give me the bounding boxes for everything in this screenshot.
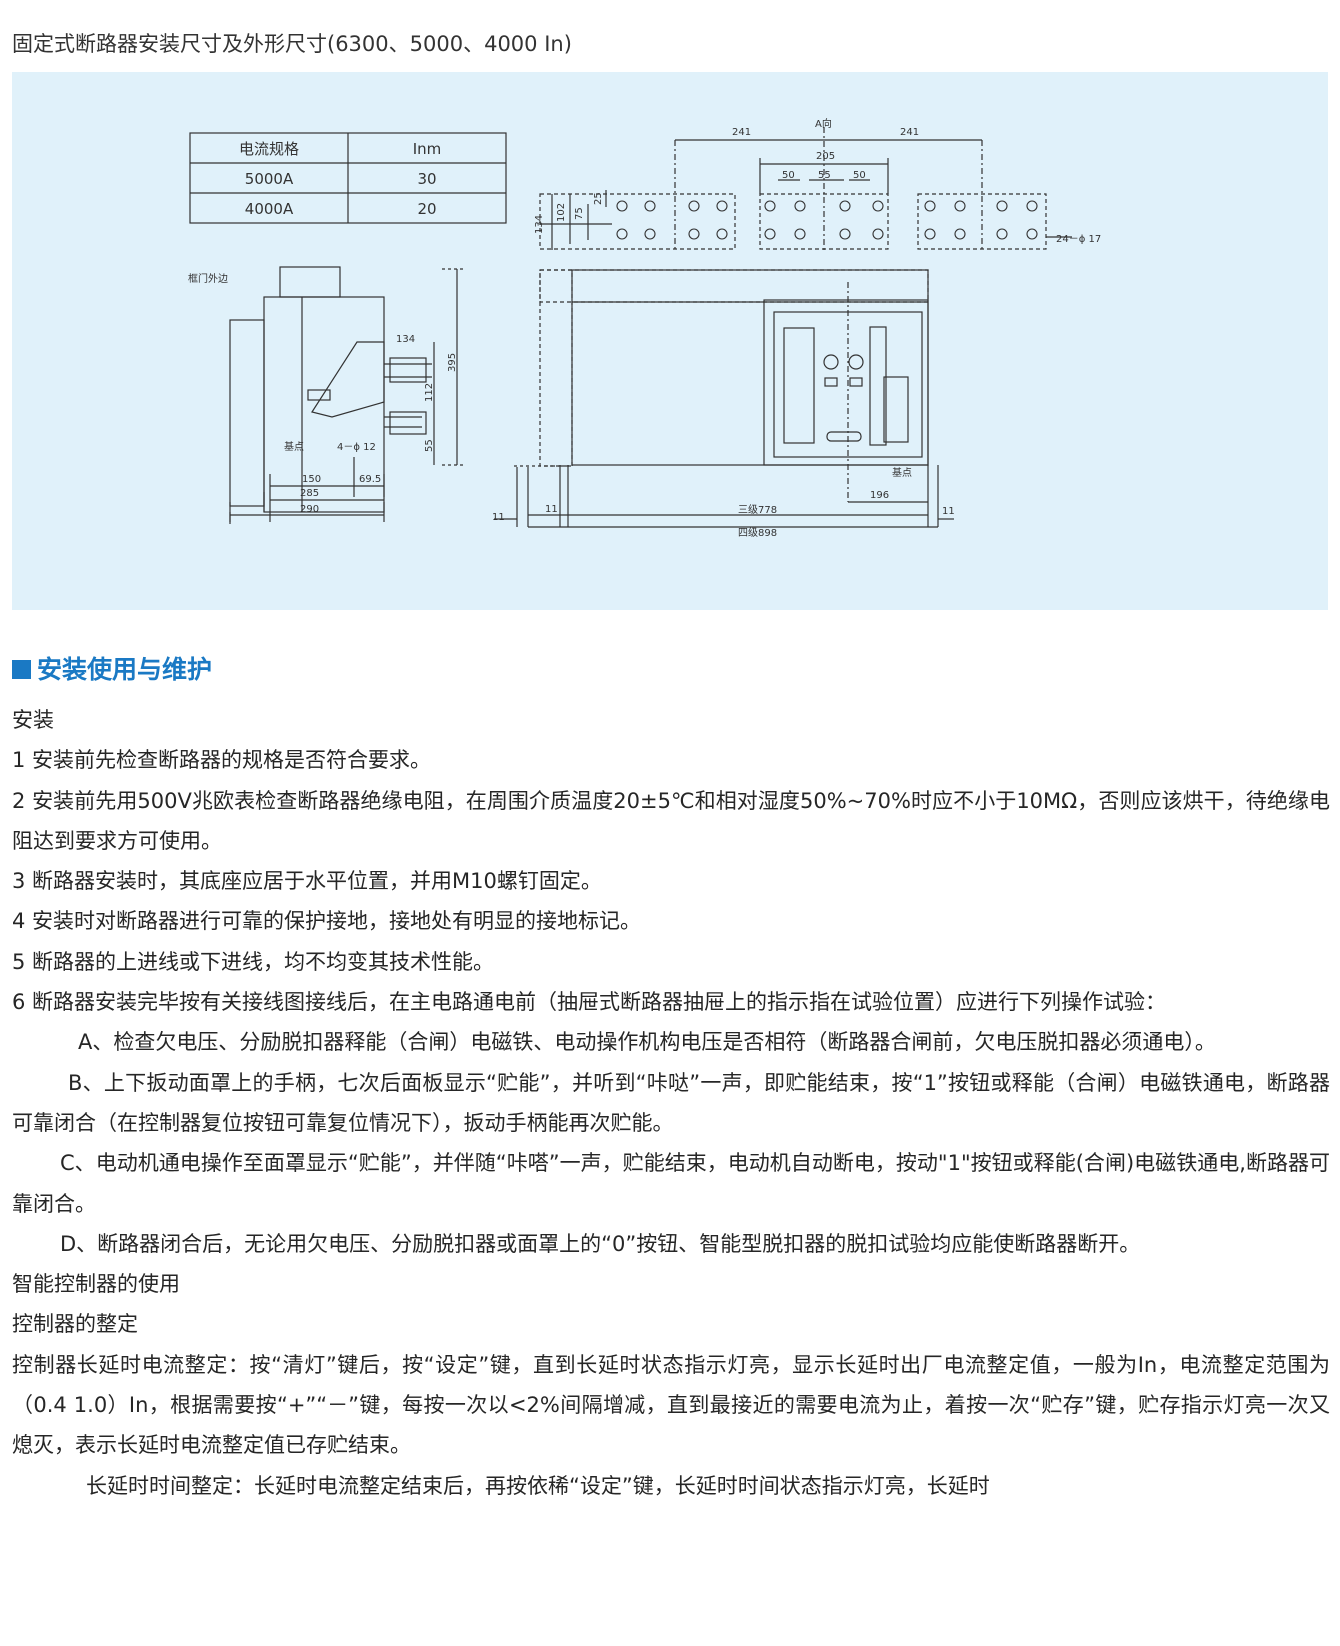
page-title: 固定式断路器安装尺寸及外形尺寸(6300、5000、4000 In)	[12, 32, 572, 56]
paragraph: 控制器长延时电流整定：按“清灯”键后，按“设定”键，直到长延时状态指示灯亮，显示…	[12, 1352, 1330, 1458]
dimension-drawing: 电流规格 Inm 5000A 30 4000A 20 框门外边 基点 4－ϕ 1…	[12, 72, 1328, 610]
paragraph: 3 断路器安装时，其底座应居于水平位置，并用M10螺钉固定。	[12, 869, 602, 894]
dim-label: 134	[534, 215, 545, 234]
paragraph: 1 安装前先检查断路器的规格是否符合要求。	[12, 748, 432, 773]
label-holes-left: 4－ϕ 12	[337, 442, 376, 453]
dim-label: 50	[853, 170, 866, 181]
table-header-spec: 电流规格	[239, 140, 299, 158]
paragraph: 4 安装时对断路器进行可靠的保护接地，接地处有明显的接地标记。	[12, 909, 642, 934]
dim-label: 241	[900, 127, 919, 138]
dim-label: 69.5	[359, 474, 381, 485]
dim-label: 11	[545, 504, 558, 515]
dim-label: 150	[302, 474, 321, 485]
paragraph: 控制器的整定	[12, 1312, 138, 1337]
paragraph: 安装	[12, 708, 54, 732]
paragraph: B、上下扳动面罩上的手柄，七次后面板显示“贮能”，并听到“咔哒”一声，即贮能结束…	[12, 1070, 1330, 1135]
dim-label: 55	[818, 170, 831, 181]
dim-label: 11	[492, 512, 505, 523]
label-three-pole: 三级778	[738, 504, 777, 516]
paragraph: D、断路器闭合后，无论用欠电压、分励脱扣器或面罩上的“0”按钮、智能型脱扣器的脱…	[60, 1231, 1141, 1256]
front-view-body	[571, 269, 929, 466]
body-text: 安装 1 安装前先检查断路器的规格是否符合要求。 2 安装前先用500V兆欧表检…	[12, 700, 1330, 1506]
paragraph: A、检查欠电压、分励脱扣器释能（合闸）电磁铁、电动操作机构电压是否相符（断路器合…	[78, 1030, 1216, 1055]
section-heading-text: 安装使用与维护	[37, 655, 213, 684]
dim-label: 102	[556, 203, 567, 222]
dim-label: 241	[732, 127, 751, 138]
dim-label: 196	[870, 490, 889, 501]
dim-label: 50	[782, 170, 795, 181]
label-frame-edge: 框门外边	[188, 272, 228, 285]
side-view-door	[229, 319, 265, 507]
dim-label: 75	[574, 207, 585, 220]
table-cell: 20	[417, 200, 436, 218]
label-holes-top: 24－ϕ 17	[1056, 234, 1101, 245]
dim-label: 55	[424, 439, 435, 452]
dim-label: 205	[816, 151, 835, 162]
dim-label: 11	[942, 506, 955, 517]
label-datum-right: 基点	[892, 466, 912, 479]
dim-label: 134	[396, 334, 415, 345]
side-view-body	[263, 296, 385, 513]
label-datum-left: 基点	[284, 440, 304, 453]
dim-label: 285	[300, 488, 319, 499]
section-heading: 安装使用与维护	[12, 650, 212, 686]
label-direction-a: A向	[815, 117, 832, 130]
paragraph: 长延时时间整定：长延时电流整定结束后，再按依稀“设定”键，长延时时间状态指示灯亮…	[86, 1473, 990, 1498]
drawing-canvas: 电流规格 Inm 5000A 30 4000A 20 框门外边 基点 4－ϕ 1…	[188, 117, 1101, 539]
paragraph: 智能控制器的使用	[12, 1272, 180, 1297]
dim-label: 25	[593, 192, 604, 205]
table-cell: 30	[417, 170, 436, 188]
table-header-inm: Inm	[413, 140, 442, 158]
dim-label: 290	[300, 504, 319, 515]
table-cell: 5000A	[245, 170, 294, 188]
paragraph: C、电动机通电操作至面罩显示“贮能”，并伴随“咔嗒”一声，贮能结束，电动机自动断…	[12, 1151, 1330, 1216]
dim-label: 112	[424, 383, 435, 402]
label-four-pole: 四级898	[738, 527, 777, 539]
section-marker-icon	[12, 660, 31, 679]
paragraph: 5 断路器的上进线或下进线，均不均变其技术性能。	[12, 949, 495, 974]
dim-label: 395	[447, 353, 458, 372]
table-cell: 4000A	[245, 200, 294, 218]
paragraph: 2 安装前先用500V兆欧表检查断路器绝缘电阻，在周围介质温度20±5℃和相对湿…	[12, 788, 1330, 853]
paragraph: 6 断路器安装完毕按有关接线图接线后，在主电路通电前（抽屉式断路器抽屉上的指示指…	[12, 990, 1167, 1015]
